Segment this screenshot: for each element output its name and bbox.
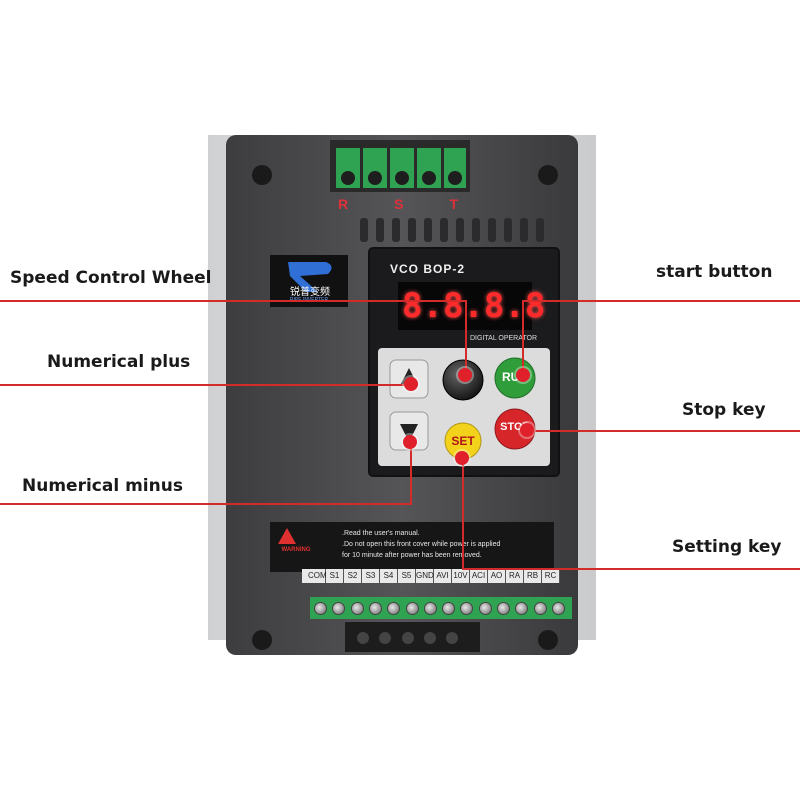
control-terminal-label: S1 [326, 569, 344, 583]
terminal-screw[interactable] [332, 602, 346, 615]
set-key-label: SET [451, 434, 475, 448]
led-display: 8.8.8.8 [402, 286, 546, 326]
power-terminal-labels: R S T [338, 196, 458, 212]
control-terminal-label: RC [542, 569, 560, 583]
control-terminal-label: RA [506, 569, 524, 583]
vent-slots [360, 218, 544, 242]
warning-text: .Read the user's manual. .Do not open th… [342, 528, 500, 561]
warning-label-plate [270, 522, 554, 572]
control-terminal-block [310, 597, 572, 619]
start-button-marker [516, 368, 530, 382]
panel-model: VCO BOP-2 [390, 262, 466, 276]
panel-caption: DIGITAL OPERATOR [470, 335, 538, 342]
down-arrow-icon [400, 424, 418, 442]
terminal-screw[interactable] [478, 602, 492, 615]
start-button-leader-v [522, 300, 524, 374]
terminal-screw[interactable] [314, 602, 327, 615]
terminal-t: T [449, 196, 458, 212]
terminal-screw[interactable] [533, 602, 547, 615]
stop-key[interactable] [494, 408, 536, 450]
setting-key-leader-h [463, 568, 800, 570]
control-terminal-label: COM [308, 569, 327, 583]
terminal-screw[interactable] [387, 602, 401, 615]
callout-start-button: start button [656, 262, 773, 282]
terminal-screw[interactable] [368, 602, 382, 615]
speed-wheel-leader-h [0, 300, 466, 302]
numerical-plus-marker [404, 377, 418, 391]
control-terminal-label: RB [524, 569, 542, 583]
mount-hole [538, 630, 558, 650]
control-terminal-label: AVI [434, 569, 452, 583]
terminal-screw[interactable] [515, 602, 529, 615]
terminal-r: R [338, 196, 349, 212]
control-terminal-label: AO [488, 569, 506, 583]
brand-chinese: 锐普变频 [290, 287, 330, 298]
control-terminal-label: S3 [362, 569, 380, 583]
numerical-minus-marker [403, 435, 417, 449]
callout-setting-key: Setting key [672, 537, 782, 557]
callout-speed-control-wheel: Speed Control Wheel [10, 268, 212, 288]
terminal-screw[interactable] [423, 602, 437, 615]
warning-line: .Do not open this front cover while powe… [342, 541, 501, 548]
mount-hole [538, 165, 558, 185]
callout-numerical-minus: Numerical minus [22, 476, 183, 496]
control-terminal-label: 10V [452, 569, 470, 583]
terminal-screw[interactable] [442, 602, 456, 615]
numerical-plus-leader [0, 384, 412, 386]
warning-line: .Read the user's manual. [342, 530, 420, 537]
control-terminal-label: S2 [344, 569, 362, 583]
control-terminal-label: S4 [380, 569, 398, 583]
terminal-screw[interactable] [460, 602, 474, 615]
terminal-screw[interactable] [350, 602, 364, 615]
stop-key-leader [528, 430, 800, 432]
numerical-minus-leader-v [410, 440, 412, 505]
warning-line: for 10 minute after power has been remov… [342, 552, 482, 559]
stop-key-marker [520, 423, 534, 437]
terminal-s: S [394, 196, 404, 212]
brand-logo-icon [288, 262, 332, 292]
setting-key-marker [455, 451, 469, 465]
warning-label: WARNING [281, 547, 311, 553]
warning-triangle-icon [278, 528, 296, 544]
mount-hole [252, 165, 272, 185]
speed-wheel-marker [458, 368, 472, 382]
setting-key-leader-v [462, 456, 464, 570]
mount-hole [252, 630, 272, 650]
speed-wheel-leader-v [465, 300, 467, 374]
callout-numerical-plus: Numerical plus [47, 352, 191, 372]
control-terminal-label: GND [416, 569, 434, 583]
numerical-minus-leader-h [0, 503, 412, 505]
control-terminal-label: S5 [398, 569, 416, 583]
terminal-screw[interactable] [405, 602, 419, 615]
control-terminal-label: ACI [470, 569, 488, 583]
terminal-screw[interactable] [497, 602, 510, 615]
callout-stop-key: Stop key [682, 400, 766, 420]
start-button-leader-h [522, 300, 800, 302]
terminal-screw[interactable] [551, 602, 565, 615]
